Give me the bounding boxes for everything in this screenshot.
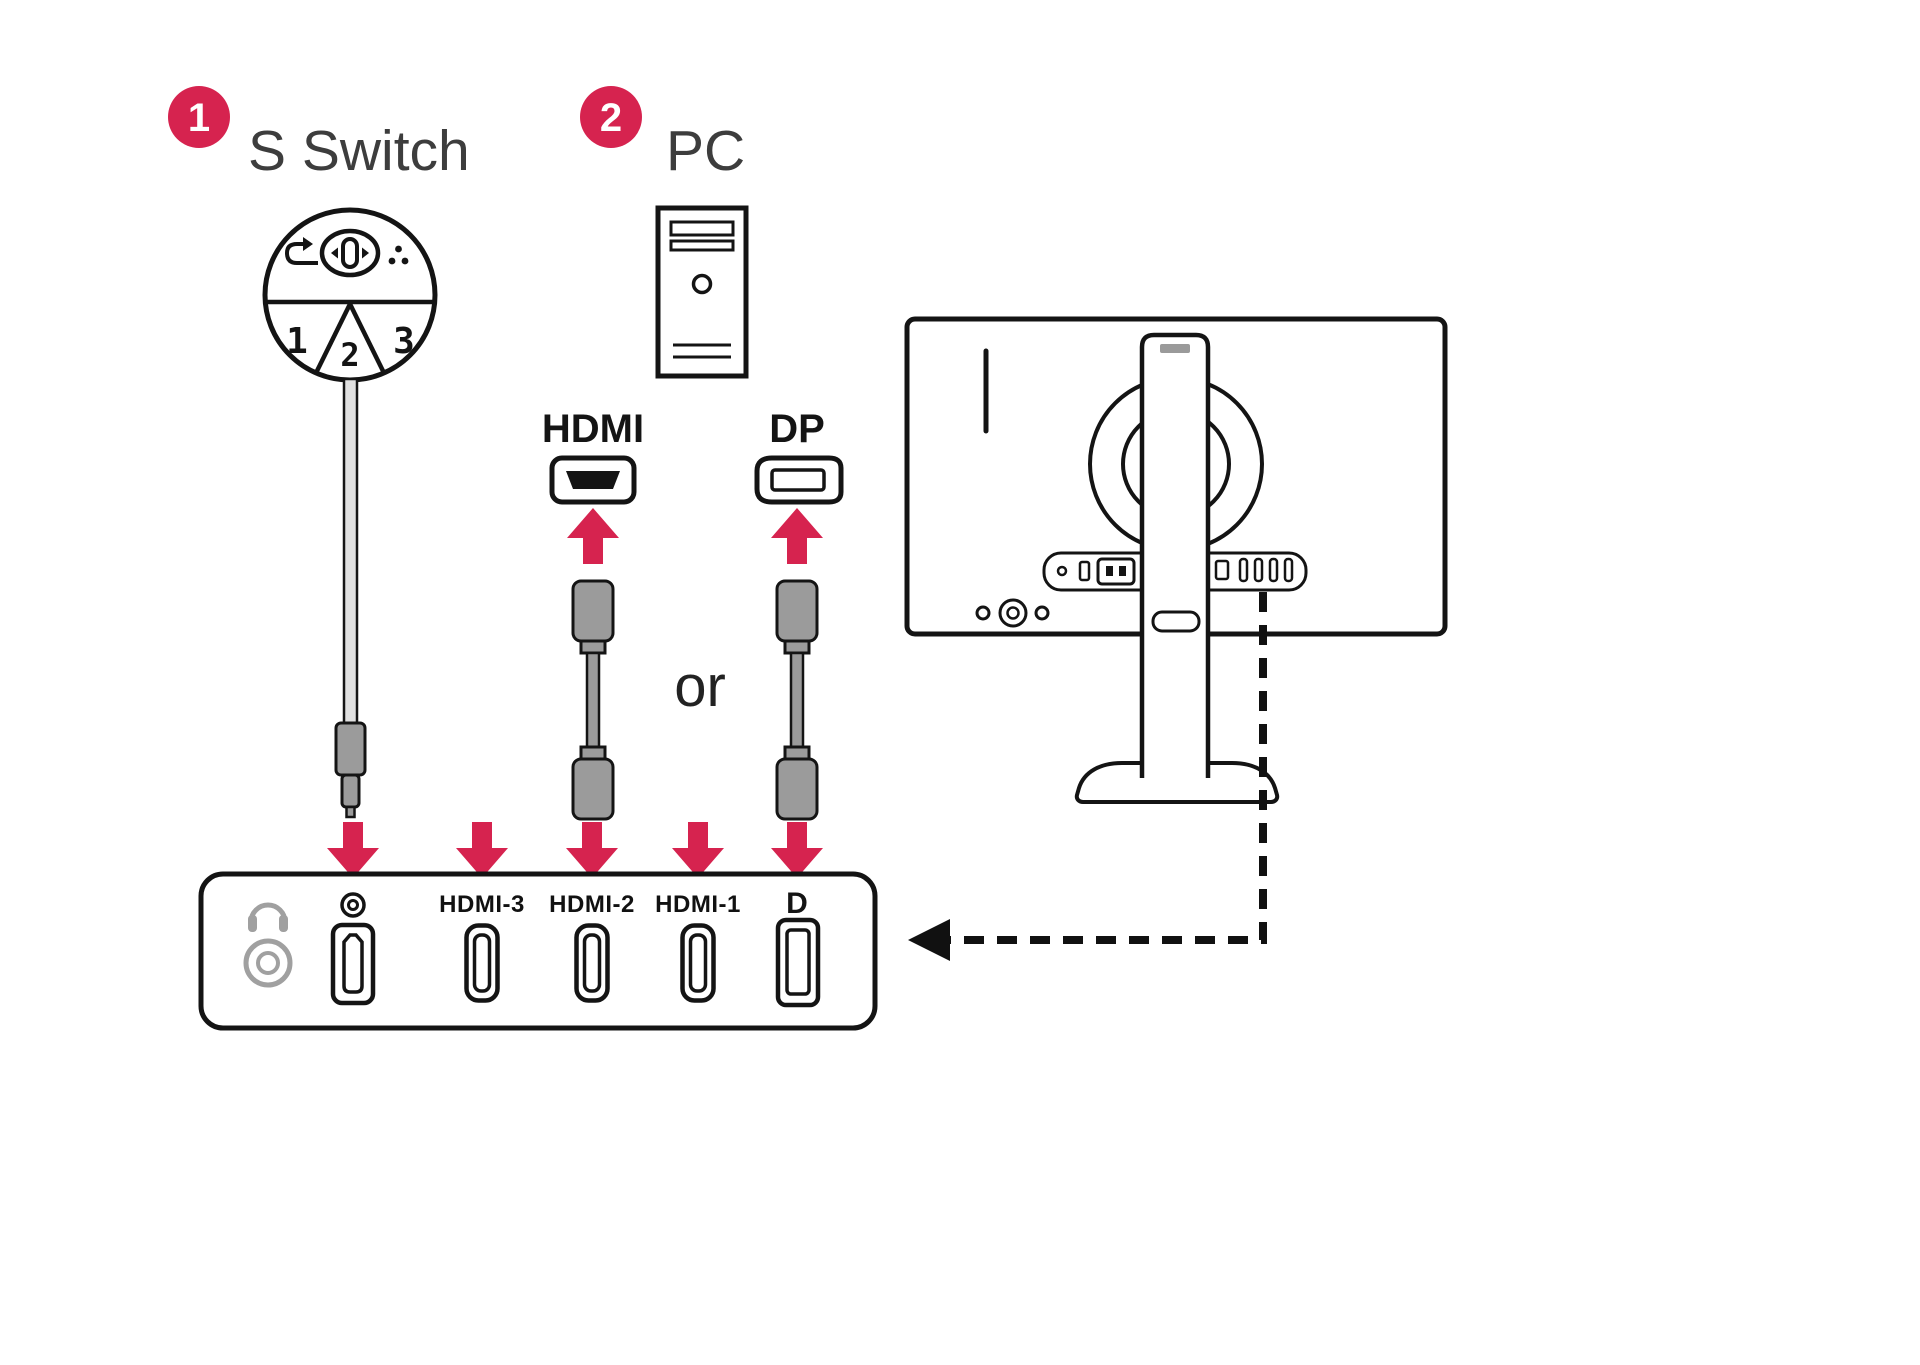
arrow-up-icon [771,508,823,564]
dp-cable [775,579,819,821]
strip-port [1214,559,1230,581]
step1-header: 1 S Switch [168,86,470,183]
strip-usb-port [1078,560,1091,582]
joystick-icon [319,228,381,278]
arrow-down-icon [771,822,823,878]
cable-management-slot [1151,610,1201,633]
dial-sector-3: 3 [393,321,415,362]
monitor-rear [904,316,1448,804]
pc-tower [655,205,749,379]
hdmi2-label: HDMI-2 [549,891,635,918]
panel-arrows [327,822,823,878]
arrow-down-icon [566,822,618,878]
pc-power-button [691,273,713,295]
dp-label: DP [769,407,825,451]
stand-column [1139,332,1211,778]
strip-slot-3 [1268,557,1279,583]
s-switch-cable [334,377,367,819]
step2-badge-number: 2 [600,96,622,140]
arrow-down-icon [327,822,379,878]
step2-badge [580,86,642,148]
dp-port-glyph: D [786,887,808,920]
or-text: or [674,654,726,719]
s-switch-device: 1 2 3 [262,207,438,383]
hdmi-port-2 [577,926,608,1001]
pc-vent-1 [669,220,735,237]
dashed-arrowhead-icon [908,919,950,961]
dp-port [775,917,821,1008]
dial-sector-line-right [347,303,387,374]
dashed-arrow-connector [908,592,1267,961]
dial-sector-1: 1 [286,321,308,362]
mini-usb-connector [334,721,367,819]
brand-mark [1160,344,1190,353]
hdmi-connector: HDMI [542,407,644,564]
dp-connector-icon [754,455,844,505]
rear-circles [975,598,1050,628]
arrow-up-icon [567,508,619,564]
hdmi-port-3 [467,926,498,1001]
hdmi3-label: HDMI-3 [439,891,525,918]
s-switch-port-icon [340,892,366,918]
dp-connector: DP [754,407,844,564]
strip-slot-2 [1253,557,1264,583]
step1-badge-number: 1 [188,96,210,140]
power-inlet-icon [1096,557,1136,586]
hdmi-port-1 [683,926,714,1001]
dial-sector-2: 2 [340,336,359,374]
step2-title: PC [666,119,745,183]
hdmi-cable [571,579,615,821]
menu-dots-icon [388,245,409,265]
strip-slot-1 [1238,557,1249,583]
back-icon [284,237,318,265]
headphone-icon [248,902,288,932]
arrow-down-icon [672,822,724,878]
strip-dot [1056,565,1068,577]
step1-title: S Switch [248,119,470,183]
hdmi-connector-icon [549,455,637,505]
step1-badge [168,86,230,148]
hdmi-label: HDMI [542,407,644,451]
strip-slot-4 [1283,557,1294,583]
audio-jack-port [243,938,293,988]
io-panel: HDMI-3 HDMI-2 HDMI-1 D [198,871,878,1031]
arrow-down-icon [456,822,508,878]
s-switch-port [330,922,376,1006]
dial-sector-line-left [313,303,353,374]
io-panel-body [198,871,878,1031]
pc-vent-2 [669,239,735,252]
step2-header: 2 PC [580,86,745,183]
hdmi1-label: HDMI-1 [655,891,741,918]
